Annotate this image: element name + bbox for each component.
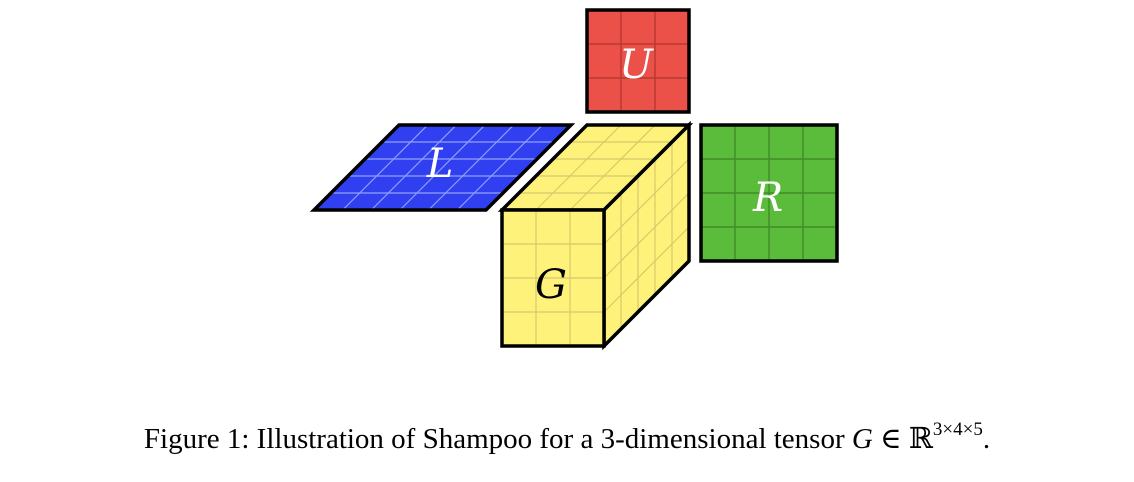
- g-tensor: [497, 120, 694, 351]
- g-label: G: [535, 262, 567, 308]
- g-top-face-grid-line: [569, 124, 656, 211]
- u-square-outline: [585, 8, 691, 114]
- figure-caption: Figure 1: Illustration of Shampoo for a …: [0, 419, 1134, 456]
- l-parallelogram-grid-line: [399, 124, 486, 211]
- r-square-outline: [699, 123, 839, 263]
- caption-tensor-symbol: G: [851, 423, 873, 455]
- l-parallelogram-outline: [309, 123, 576, 212]
- l-parallelogram-grid-line: [428, 124, 515, 211]
- l-matrix: [309, 123, 576, 212]
- caption-prefix: Figure 1: Illustration of Shampoo for a …: [143, 423, 852, 455]
- g-side-face-grid-line: [603, 158, 690, 245]
- g-top-face-face: [502, 125, 689, 210]
- r-matrix: [699, 123, 839, 263]
- caption-dimensions: 3×4×5: [932, 419, 983, 441]
- g-top-face-grid-line: [535, 124, 622, 211]
- u-matrix: [585, 8, 691, 114]
- shampoo-diagram: U L G R: [309, 8, 839, 351]
- g-front-face-outline: [500, 208, 606, 348]
- l-parallelogram-grid-line: [456, 124, 543, 211]
- g-side-face-grid-line: [603, 192, 690, 279]
- l-parallelogram-grid-line: [342, 124, 429, 211]
- u-square-face: [587, 10, 689, 112]
- caption-relation: ∈ ℝ: [872, 423, 933, 455]
- g-side-face-grid-line: [603, 226, 690, 313]
- u-label: U: [619, 42, 654, 88]
- r-label: R: [752, 175, 783, 221]
- caption-suffix: .: [982, 423, 991, 455]
- l-label: L: [426, 141, 454, 187]
- l-parallelogram-grid-line: [370, 124, 457, 211]
